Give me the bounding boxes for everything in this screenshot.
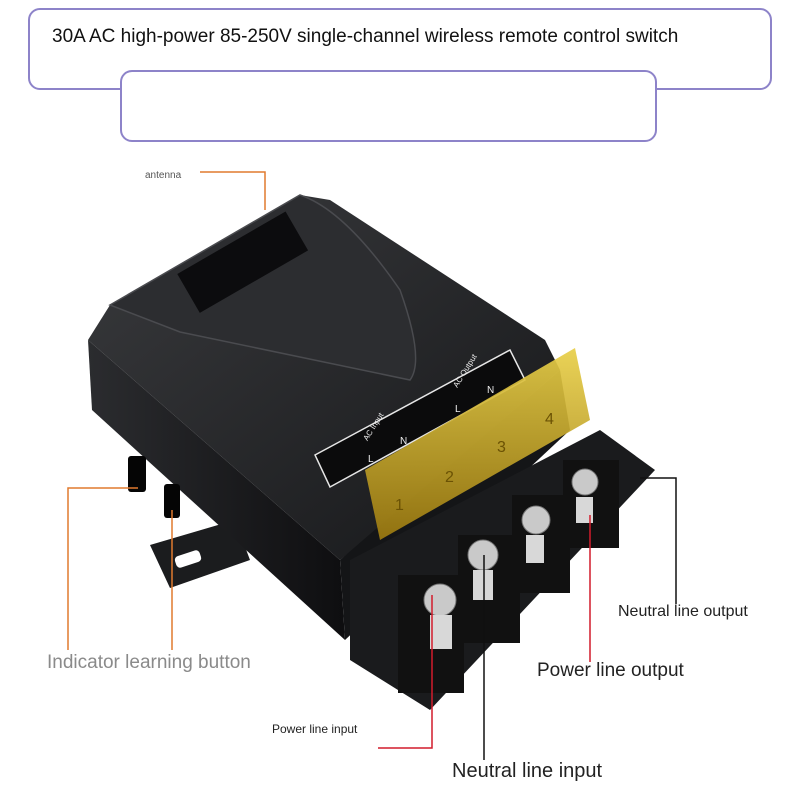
transparent-terminal-cover [365,348,590,540]
terminal-clamp-1 [430,615,452,649]
power-line-input-label: Power line input [272,722,358,736]
antenna-callout-line [200,171,266,210]
terminal-screw-1 [423,583,457,617]
input-n-label: N [400,436,407,447]
terminal-number-2: 2 [445,469,454,486]
terminal-screw-2 [467,539,499,571]
output-l-label: L [455,404,461,415]
terminal-number-4: 4 [545,411,554,428]
antenna-port [128,456,146,492]
output-n-label: N [487,385,494,396]
indicator-callout-line-1 [67,487,138,650]
empty-subtitle-frame [120,70,657,142]
power-line-output-label: Power line output [537,660,684,681]
neutral-line-input-label: Neutral line input [452,760,603,782]
terminal-clamp-4 [576,497,593,523]
neutral-line-output-label: Neutral line output [618,603,748,620]
indicator-learning-button-label: Indicator learning button [47,652,251,673]
terminal-number-3: 3 [497,439,506,456]
antenna-label: antenna [145,170,182,181]
display-window [177,211,309,313]
terminal-clamp-2 [473,570,493,600]
terminal-screw-3 [521,505,551,535]
terminal-number-1: 1 [395,497,404,514]
learning-button-opening [164,484,180,518]
power-line-input-callout-line [378,595,433,749]
input-l-label: L [368,454,374,465]
page-title: 30A AC high-power 85-250V single-channel… [52,26,679,47]
neutral-line-output-callout-line [640,477,677,604]
terminal-clamp-3 [526,535,544,563]
terminal-block: 1 2 3 4 [350,348,655,710]
terminal-screw-4 [571,468,599,496]
mounting-tab [150,520,250,588]
